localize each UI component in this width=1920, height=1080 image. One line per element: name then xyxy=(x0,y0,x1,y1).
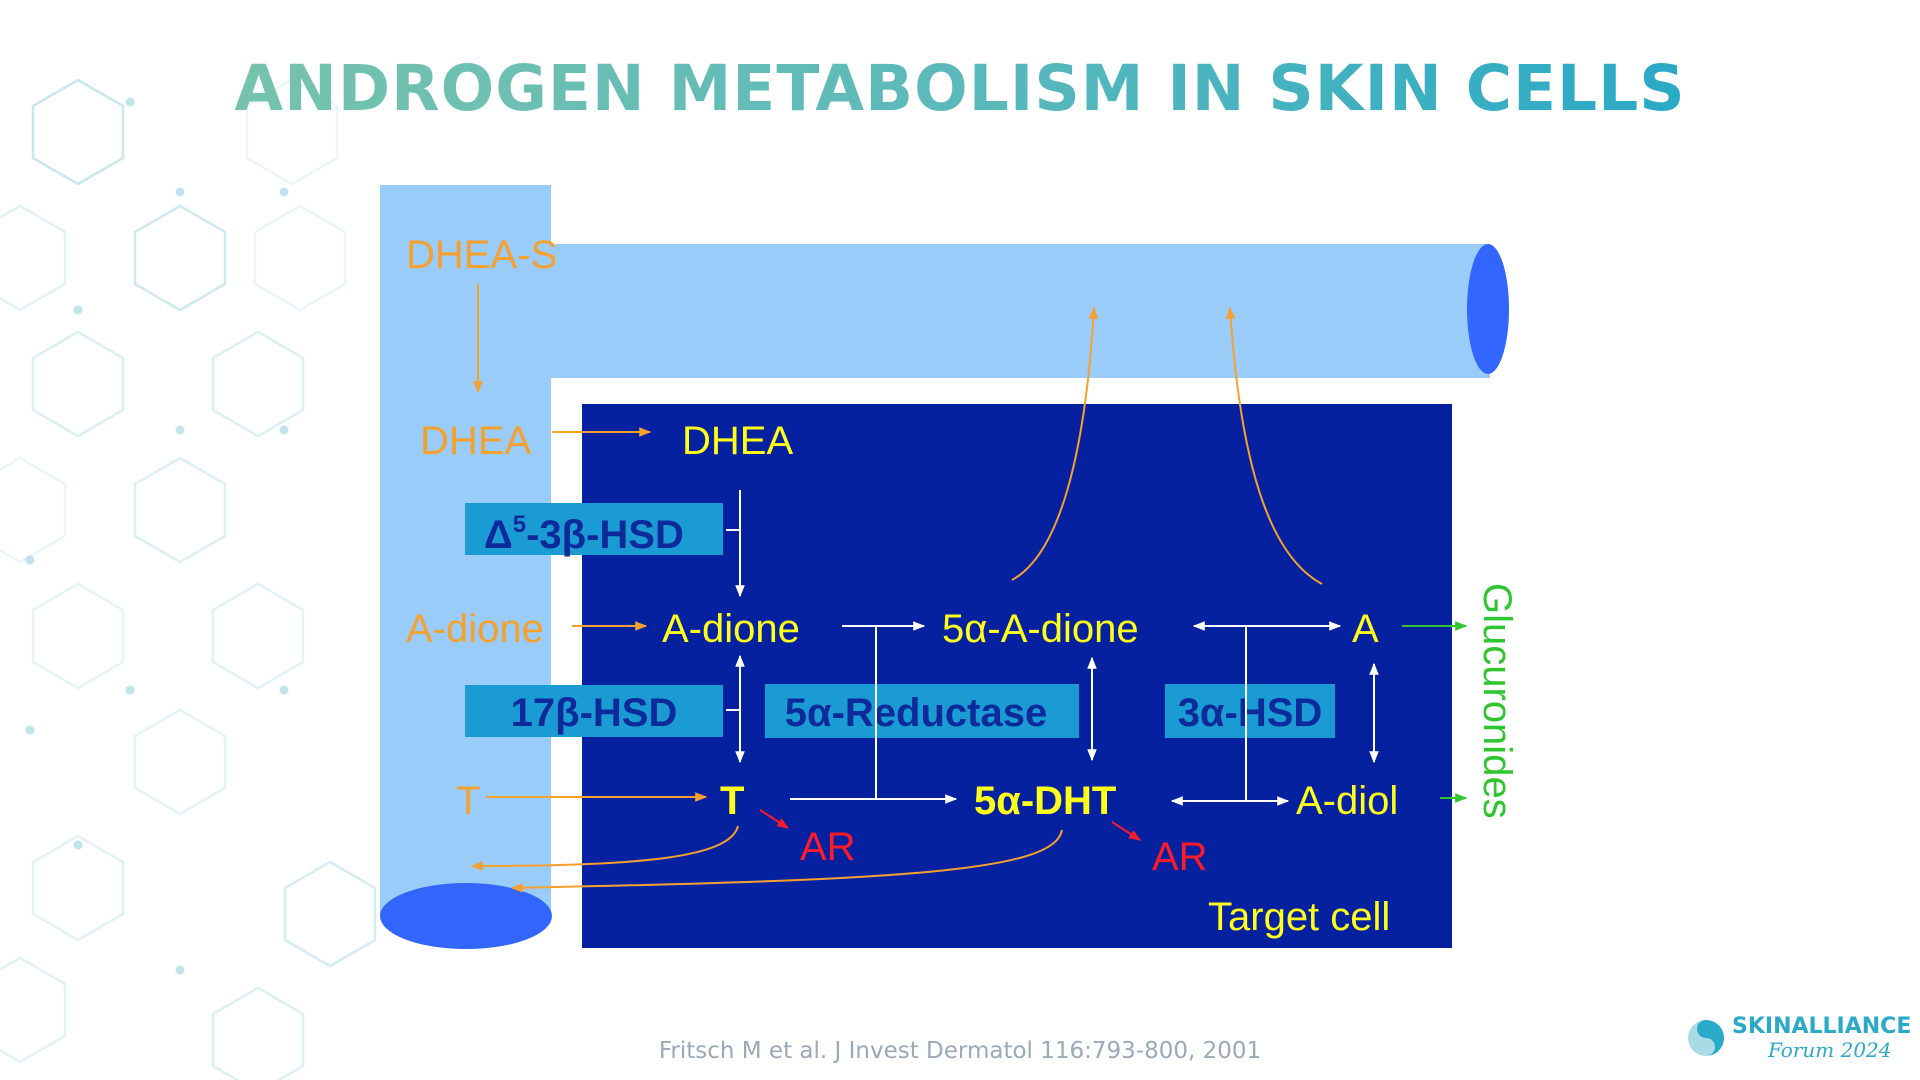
blood-vessel-horizontal xyxy=(380,244,1490,378)
background-hexagon xyxy=(283,860,377,968)
cell-label-t: T xyxy=(720,779,744,823)
background-dot xyxy=(25,555,35,565)
background-dot xyxy=(25,725,35,735)
background-hexagon xyxy=(0,456,67,564)
target-cell xyxy=(582,404,1452,948)
skinalliance-logo: SKINALLIANCE Forum 2024 xyxy=(1686,1014,1911,1070)
cell-label-5a-a-dione: 5α-A-dione xyxy=(942,607,1139,651)
enzyme-box-3b-hsd xyxy=(465,503,723,555)
background-dot xyxy=(73,305,83,315)
background-hexagon xyxy=(0,204,67,312)
background-hexagon xyxy=(31,78,125,186)
background-hexagon xyxy=(133,456,227,564)
enzyme-box-17b-hsd xyxy=(465,685,723,737)
cell-label-a-dione: A-dione xyxy=(662,607,800,651)
enzyme-label-3b-hsd: Δ5-3β-HSD xyxy=(484,511,684,557)
background-dot xyxy=(279,425,289,435)
background-dot xyxy=(175,425,185,435)
glucuronides-label: Glucuronides xyxy=(1475,583,1519,819)
enzyme-label-5a-reductase: 5α-Reductase xyxy=(785,691,1047,735)
background-hexagon xyxy=(245,78,339,186)
cell-label-a-diol: A-diol xyxy=(1296,779,1398,823)
cell-label-ar-2: AR xyxy=(1152,835,1208,879)
slide-title: ANDROGEN METABOLISM IN SKIN CELLS xyxy=(0,52,1920,125)
background-hexagon xyxy=(211,582,305,690)
blood-label-a-dione: A-dione xyxy=(406,607,544,651)
arrow-t-efflux xyxy=(470,825,739,871)
logo-subtitle: Forum 2024 xyxy=(1768,1038,1892,1062)
arrow-dht-to-ar xyxy=(1111,821,1142,841)
background-dot xyxy=(175,965,185,975)
background-hexagon xyxy=(133,708,227,816)
background-dot xyxy=(73,840,83,850)
target-cell-label: Target cell xyxy=(1208,895,1390,939)
blood-label-dhea-s: DHEA-S xyxy=(406,233,557,277)
arrow-a-release xyxy=(1225,306,1323,585)
enzyme-box-5a-reductase xyxy=(765,684,1079,738)
logo-swirl-icon xyxy=(1688,1020,1724,1056)
background-hexagon xyxy=(31,582,125,690)
background-hexagon xyxy=(0,956,67,1064)
blood-vessel-end-bottom xyxy=(380,883,552,949)
blood-vessel-end-right xyxy=(1467,244,1509,374)
cell-label-a: A xyxy=(1352,607,1379,651)
arrow-t-to-ar xyxy=(759,809,790,829)
arrow-5a-a-dione-release xyxy=(1011,306,1099,581)
blood-label-dhea: DHEA xyxy=(420,419,531,463)
enzyme-label-17b-hsd: 17β-HSD xyxy=(511,691,678,735)
background-hexagon xyxy=(133,204,227,312)
background-hexagon xyxy=(253,204,347,312)
background-dot xyxy=(279,685,289,695)
citation: Fritsch M et al. J Invest Dermatol 116:7… xyxy=(658,1038,1262,1064)
background-hexagon xyxy=(211,986,305,1080)
background-hexagon xyxy=(31,834,125,942)
enzyme-label-3a-hsd: 3α-HSD xyxy=(1178,691,1323,735)
background-hexagon xyxy=(31,330,125,438)
background-hexagon xyxy=(211,330,305,438)
background-dot xyxy=(125,685,135,695)
blood-label-t: T xyxy=(456,779,480,823)
background-dot xyxy=(125,97,135,107)
cell-label-dhea: DHEA xyxy=(682,419,793,463)
arrow-dht-efflux xyxy=(510,829,1063,893)
background-dot xyxy=(175,187,185,197)
cell-label-ar-1: AR xyxy=(800,825,856,869)
enzyme-box-3a-hsd xyxy=(1165,684,1335,738)
logo-brand-text: SKINALLIANCE xyxy=(1732,1014,1912,1039)
cell-label-5a-dht: 5α-DHT xyxy=(974,779,1116,823)
background-dot xyxy=(279,187,289,197)
